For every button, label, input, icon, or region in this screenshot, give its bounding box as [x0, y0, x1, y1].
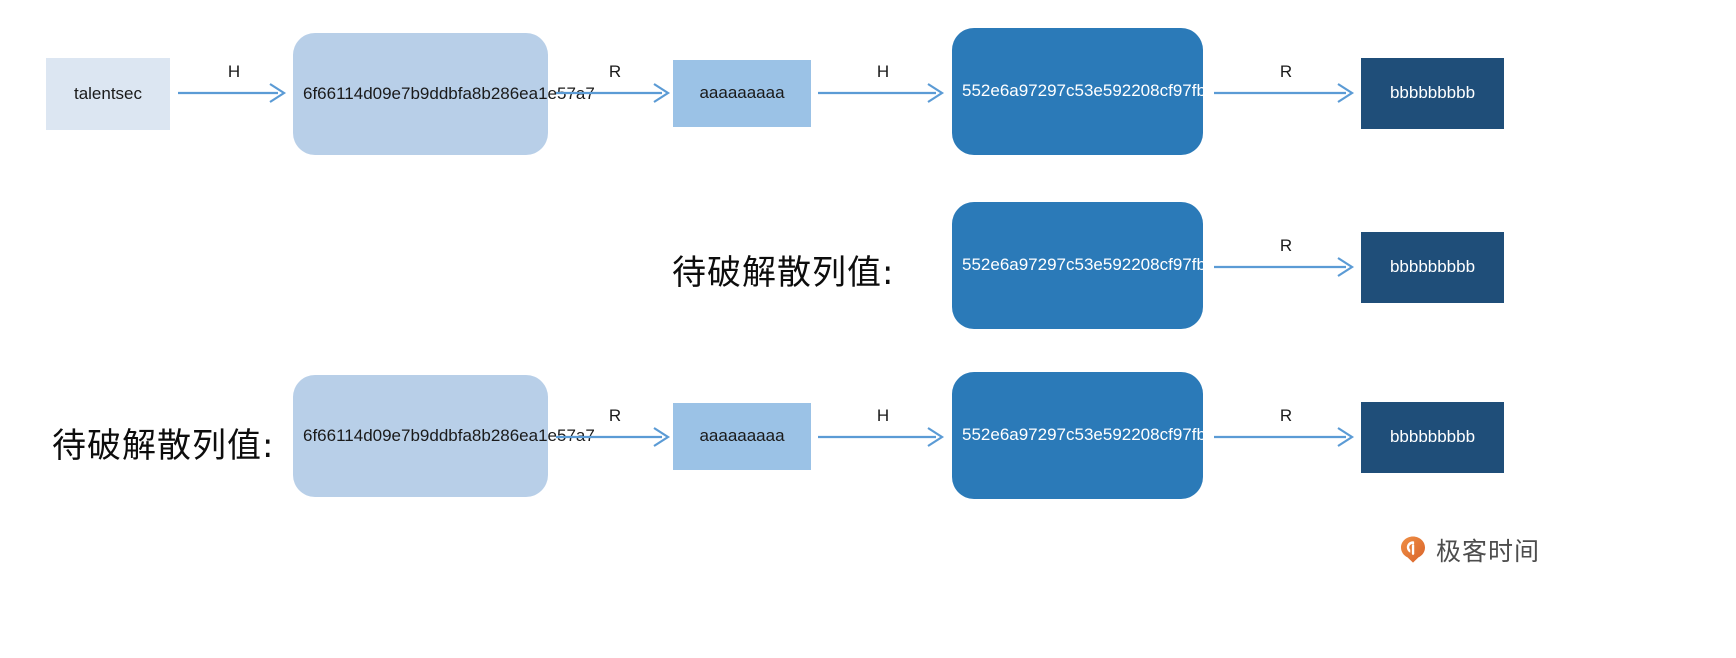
arrow-hash-r3-1: [818, 420, 948, 454]
node-hash-1-row3[interactable]: 6f66114d09e7b9ddbfa8b286ea1e57a7: [293, 375, 595, 497]
arrow-label-reduce-r3-1: R: [608, 406, 622, 425]
node-label: talentsec: [73, 83, 143, 103]
node-hash-2-row1[interactable]: 552e6a97297c53e592208cf97fbb3b60: [952, 28, 1254, 155]
node-reduced-2-row2[interactable]: bbbbbbbbb: [1361, 232, 1504, 303]
arrow-reduce-r3-1: [556, 420, 674, 454]
node-label: 6f66114d09e7b9ddbfa8b286ea1e57a7: [303, 425, 595, 445]
watermark: 极客时间: [1398, 532, 1540, 568]
arrow-label-hash-r1-2: H: [876, 62, 890, 81]
node-label: bbbbbbbbb: [1389, 257, 1476, 277]
watermark-brand: 极客时间: [1436, 537, 1541, 566]
node-label: 552e6a97297c53e592208cf97fbb3b60: [962, 255, 1254, 275]
node-label: bbbbbbbbb: [1389, 427, 1476, 447]
node-label: aaaaaaaaa: [699, 426, 785, 446]
arrow-hash-r1-1: [178, 76, 290, 110]
arrow-label-reduce-r1-2: R: [1279, 62, 1293, 81]
label-target-hash-row2: 待破解散列值:: [672, 253, 895, 293]
node-reduced-1-row3[interactable]: aaaaaaaaa: [673, 403, 811, 470]
arrow-reduce-r1-2: [1214, 76, 1358, 110]
label-target-hash-row3: 待破解散列值:: [52, 426, 275, 466]
arrow-reduce-r3-2: [1214, 420, 1358, 454]
node-label: bbbbbbbbb: [1389, 83, 1476, 103]
arrow-label-reduce-r3-2: R: [1279, 406, 1293, 425]
geektime-logo-icon: [1401, 536, 1425, 563]
arrow-label-hash-r3-1: H: [876, 406, 890, 425]
node-plaintext-seed[interactable]: talentsec: [46, 58, 170, 130]
arrow-label-reduce-r2-1: R: [1279, 236, 1293, 255]
node-label: 6f66114d09e7b9ddbfa8b286ea1e57a7: [303, 83, 595, 103]
arrow-reduce-r2-1: [1214, 250, 1358, 284]
node-label: 552e6a97297c53e592208cf97fbb3b60: [962, 81, 1254, 101]
node-hash-1-row1[interactable]: 6f66114d09e7b9ddbfa8b286ea1e57a7: [293, 33, 595, 155]
node-reduced-1-row1[interactable]: aaaaaaaaa: [673, 60, 811, 127]
node-label: 552e6a97297c53e592208cf97fbb3b60: [962, 425, 1254, 445]
node-reduced-2-row3[interactable]: bbbbbbbbb: [1361, 402, 1504, 473]
node-reduced-2-row1[interactable]: bbbbbbbbb: [1361, 58, 1504, 129]
arrow-label-reduce-r1-1: R: [608, 62, 622, 81]
arrow-hash-r1-2: [818, 76, 948, 110]
arrow-reduce-r1-1: [556, 76, 674, 110]
arrow-label-hash-r1-1: H: [227, 62, 241, 81]
node-label: aaaaaaaaa: [699, 83, 785, 103]
node-hash-2-row2[interactable]: 552e6a97297c53e592208cf97fbb3b60: [952, 202, 1254, 329]
node-hash-2-row3[interactable]: 552e6a97297c53e592208cf97fbb3b60: [952, 372, 1254, 499]
